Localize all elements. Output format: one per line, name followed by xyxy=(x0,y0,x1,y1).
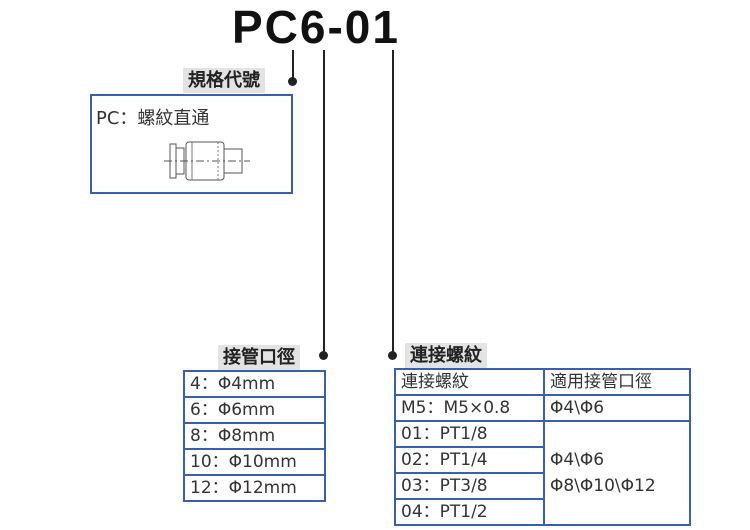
table-header-row: 連接螺紋適用接管口徑 xyxy=(394,368,691,396)
leader-line xyxy=(323,50,325,355)
leader-dot xyxy=(388,351,397,360)
table-cell: 10：Φ10mm xyxy=(183,448,326,476)
leader-dot xyxy=(288,77,297,86)
model-code-desc: PC：螺紋直通 xyxy=(96,108,210,129)
table-row: 12：Φ12mm xyxy=(183,474,326,502)
table-row: 03：PT3/8 xyxy=(394,472,690,500)
table-row: 04：PT1/2 xyxy=(394,498,690,526)
table-row: 6：Φ6mm xyxy=(183,396,326,424)
table-cell: 03：PT3/8 xyxy=(394,472,545,500)
table-cell: 8：Φ8mm xyxy=(183,422,326,450)
leader-dot xyxy=(319,351,328,360)
table-cell: 04：PT1/2 xyxy=(394,498,545,526)
leader-line xyxy=(292,50,294,80)
table-cell: 4：Φ4mm xyxy=(183,370,326,398)
tube-od-label: 接管口徑 xyxy=(218,345,300,370)
thread-label: 連接螺紋 xyxy=(405,343,487,368)
model-code-label: 規格代號 xyxy=(183,68,265,93)
table-cell: M5：M5×0.8 xyxy=(394,394,545,422)
table-cell: 6：Φ6mm xyxy=(183,396,326,424)
fitting-image xyxy=(164,141,250,181)
table-row: 10：Φ10mm xyxy=(183,448,326,476)
header-cell: 適用接管口徑 xyxy=(543,368,691,396)
model-code-box: PC：螺紋直通 xyxy=(90,94,293,194)
tube-od-table: 4：Φ4mm 6：Φ6mm 8：Φ8mm 10：Φ10mm 12：Φ12mm xyxy=(183,370,326,502)
table-cell: 01：PT1/8 xyxy=(394,420,545,448)
table-cell: Φ4\Φ6 xyxy=(543,394,691,422)
table-row: 8：Φ8mm xyxy=(183,422,326,450)
header-cell: 連接螺紋 xyxy=(394,368,545,396)
leader-line xyxy=(392,50,394,355)
table-cell: 02：PT1/4 xyxy=(394,446,545,474)
tubes-line: Φ4\Φ6 xyxy=(550,450,605,470)
table-row: 4：Φ4mm xyxy=(183,370,326,398)
model-title: PC6-01 xyxy=(232,1,400,53)
table-row: 02：PT1/4 xyxy=(394,446,690,474)
tubes-line: Φ8\Φ10\Φ12 xyxy=(550,476,656,496)
table-cell: 12：Φ12mm xyxy=(183,474,326,502)
